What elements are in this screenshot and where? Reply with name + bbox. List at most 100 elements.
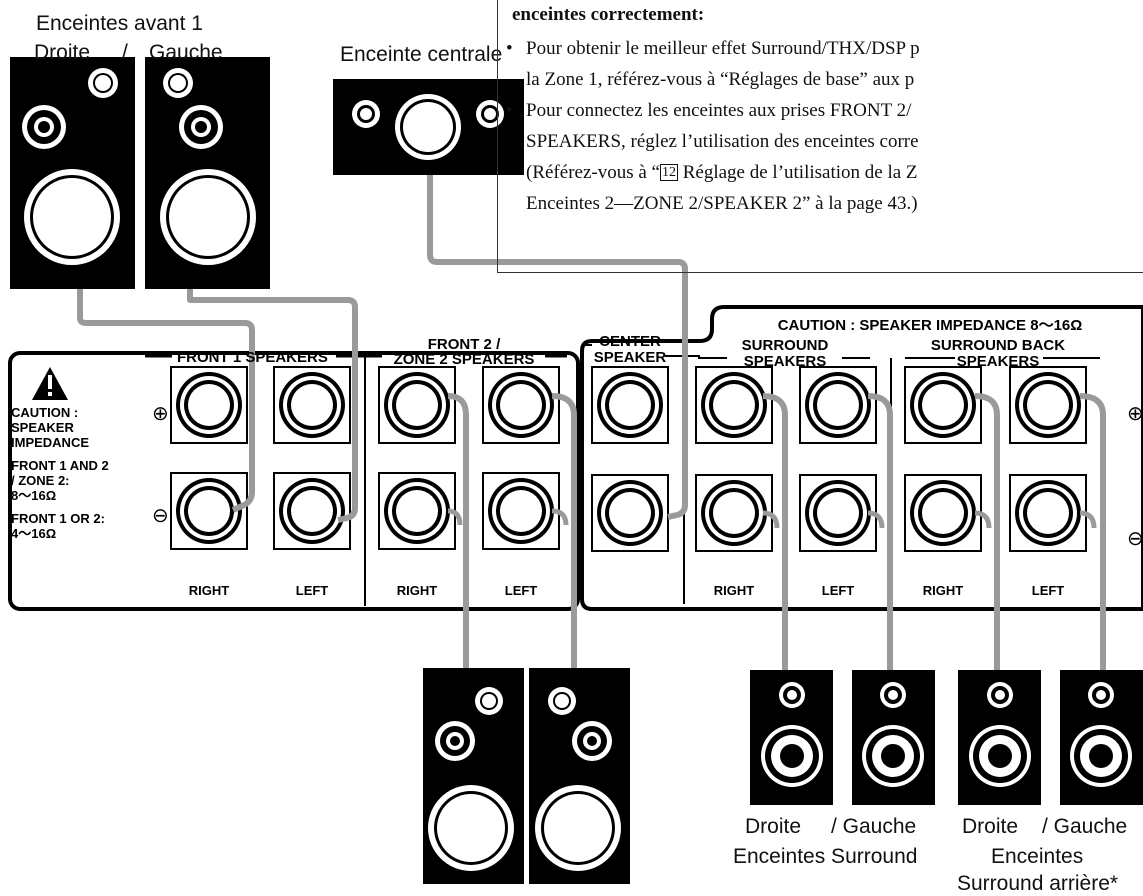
note-b2-line3-num: 12	[659, 164, 678, 181]
front1-left-label: LEFT	[296, 583, 329, 598]
terminal-ring	[500, 384, 542, 426]
note-bullet-2: •	[506, 100, 513, 121]
wire-surround-left	[867, 393, 893, 670]
note-b2-line1: Pour connectez les enceintes aux prises …	[526, 100, 912, 121]
wire-front2-right	[447, 393, 469, 668]
front2-header-line2: ZONE 2 SPEAKERS	[394, 351, 535, 368]
jumper-1	[447, 508, 463, 526]
caution-impedance-header: CAUTION : SPEAKER IMPEDANCE 8～16Ω	[778, 317, 1083, 334]
surround-speakers-title: Enceintes Surround	[733, 845, 918, 868]
front1-separator: /	[122, 41, 128, 64]
surround-left-label: / Gauche	[831, 815, 917, 838]
wire-sback-right	[974, 393, 1000, 670]
surround-back-left-label: / Gauche	[1042, 815, 1128, 838]
caution-line2: SPEAKER	[11, 420, 74, 435]
minus-icon-right: ⊖	[1127, 528, 1143, 550]
front1-speakers-header: FRONT 1 SPEAKERS	[177, 349, 328, 366]
center-header-line2: SPEAKER	[594, 349, 667, 366]
minus-icon: ⊖	[152, 505, 169, 527]
terminal-ring	[1027, 384, 1069, 426]
impedance-f1or2-line2: 4～16Ω	[11, 526, 56, 541]
wire-surround-right	[762, 393, 788, 670]
terminal-ring	[188, 384, 230, 426]
wire-front1-left	[187, 289, 358, 523]
terminal-ring	[396, 384, 438, 426]
surround-back-title-2: Surround arrière*	[957, 872, 1119, 895]
jumper-3	[762, 510, 780, 529]
note-b1-line2: la Zone 1, référez-vous à “Réglages de b…	[526, 69, 915, 90]
plus-icon: ⊕	[152, 403, 169, 425]
terminal-ring	[713, 384, 755, 426]
surround-right-speaker	[750, 670, 833, 805]
surround-left-label: LEFT	[822, 583, 855, 598]
front1-right-label: RIGHT	[189, 583, 230, 598]
surround-back-header-line1: SURROUND BACK	[931, 337, 1065, 354]
caution-line3: IMPEDANCE	[11, 435, 89, 450]
note-bullet-1: •	[506, 38, 513, 59]
terminal-ring	[609, 492, 651, 534]
caution-line1: CAUTION :	[11, 405, 78, 420]
jumper-6	[1079, 510, 1097, 529]
surround-left-speaker	[852, 670, 935, 805]
front-right-speaker	[10, 57, 135, 289]
terminal-ring	[817, 384, 859, 426]
terminal-ring	[922, 492, 964, 534]
impedance-f12-line3: 8～16Ω	[11, 488, 56, 503]
wire-sback-left	[1079, 393, 1106, 670]
wire-front2-left	[551, 393, 577, 668]
note-b2-line3-post: Réglage de l’utilisation de la Z	[677, 162, 918, 183]
terminal-ring	[291, 384, 333, 426]
note-b2-line4: Enceintes 2—ZONE 2/SPEAKER 2” à la page …	[526, 193, 918, 214]
surround-header-line2: SPEAKERS	[744, 353, 827, 370]
terminal-ring	[713, 492, 755, 534]
impedance-f1or2-line1: FRONT 1 OR 2:	[11, 511, 105, 526]
surround-back-header-line2: SPEAKERS	[957, 353, 1040, 370]
terminal-ring	[1027, 492, 1069, 534]
terminal-ring	[817, 492, 859, 534]
front1-left-label: Gauche	[149, 41, 223, 64]
warning-triangle-icon	[32, 367, 68, 400]
center-speaker-title: Enceinte centrale	[340, 43, 503, 66]
front2-header-line1: FRONT 2 /	[428, 336, 501, 353]
surround-right-label: Droite	[745, 815, 802, 838]
front2-right-speaker	[423, 668, 524, 884]
jumper-4	[867, 510, 885, 529]
note-heading: enceintes correctement:	[512, 4, 705, 25]
front2-left-label: LEFT	[505, 583, 538, 598]
terminal-ring	[609, 384, 651, 426]
surround-back-right-label: Droite	[962, 815, 1019, 838]
surround-back-title: Enceintes	[991, 845, 1084, 868]
speaker-wires	[77, 175, 1106, 670]
note-b2-line3-pre: (Référez-vous à “	[526, 162, 660, 183]
jumper-5	[974, 510, 992, 529]
front-left-speaker	[145, 57, 270, 289]
front1-right-label: Droite	[34, 41, 91, 64]
front1-speakers-title: Enceintes avant 1	[36, 12, 203, 35]
front2-left-speaker	[529, 668, 630, 884]
terminal-ring	[188, 490, 230, 532]
terminal-ring	[291, 490, 333, 532]
center-header-line1: CENTER	[599, 333, 661, 350]
wire-center	[427, 175, 688, 520]
wire-front1-right	[77, 289, 255, 513]
note-b2-line3: (Référez-vous à “12 Réglage de l’utilisa…	[526, 162, 918, 184]
sback-right-label: RIGHT	[923, 583, 964, 598]
plus-icon-right: ⊕	[1127, 403, 1143, 425]
impedance-f12-line1: FRONT 1 AND 2	[11, 458, 109, 473]
note-b1-line1: Pour obtenir le meilleur effet Surround/…	[526, 38, 920, 59]
center-speaker	[333, 79, 524, 175]
surround-back-right-speaker	[958, 670, 1041, 805]
speaker-terminals	[170, 366, 1087, 552]
sback-left-label: LEFT	[1032, 583, 1065, 598]
note-b2-line2: SPEAKERS, réglez l’utilisation des encei…	[526, 131, 919, 152]
surround-back-left-speaker	[1060, 670, 1143, 805]
terminal-ring	[500, 490, 542, 532]
front2-right-label: RIGHT	[397, 583, 438, 598]
terminal-ring	[922, 384, 964, 426]
surround-header-line1: SURROUND	[742, 337, 829, 354]
terminal-ring	[396, 490, 438, 532]
note-box: enceintes correctement: • Pour obtenir l…	[497, 0, 1143, 273]
impedance-f12-line2: / ZONE 2:	[11, 473, 70, 488]
